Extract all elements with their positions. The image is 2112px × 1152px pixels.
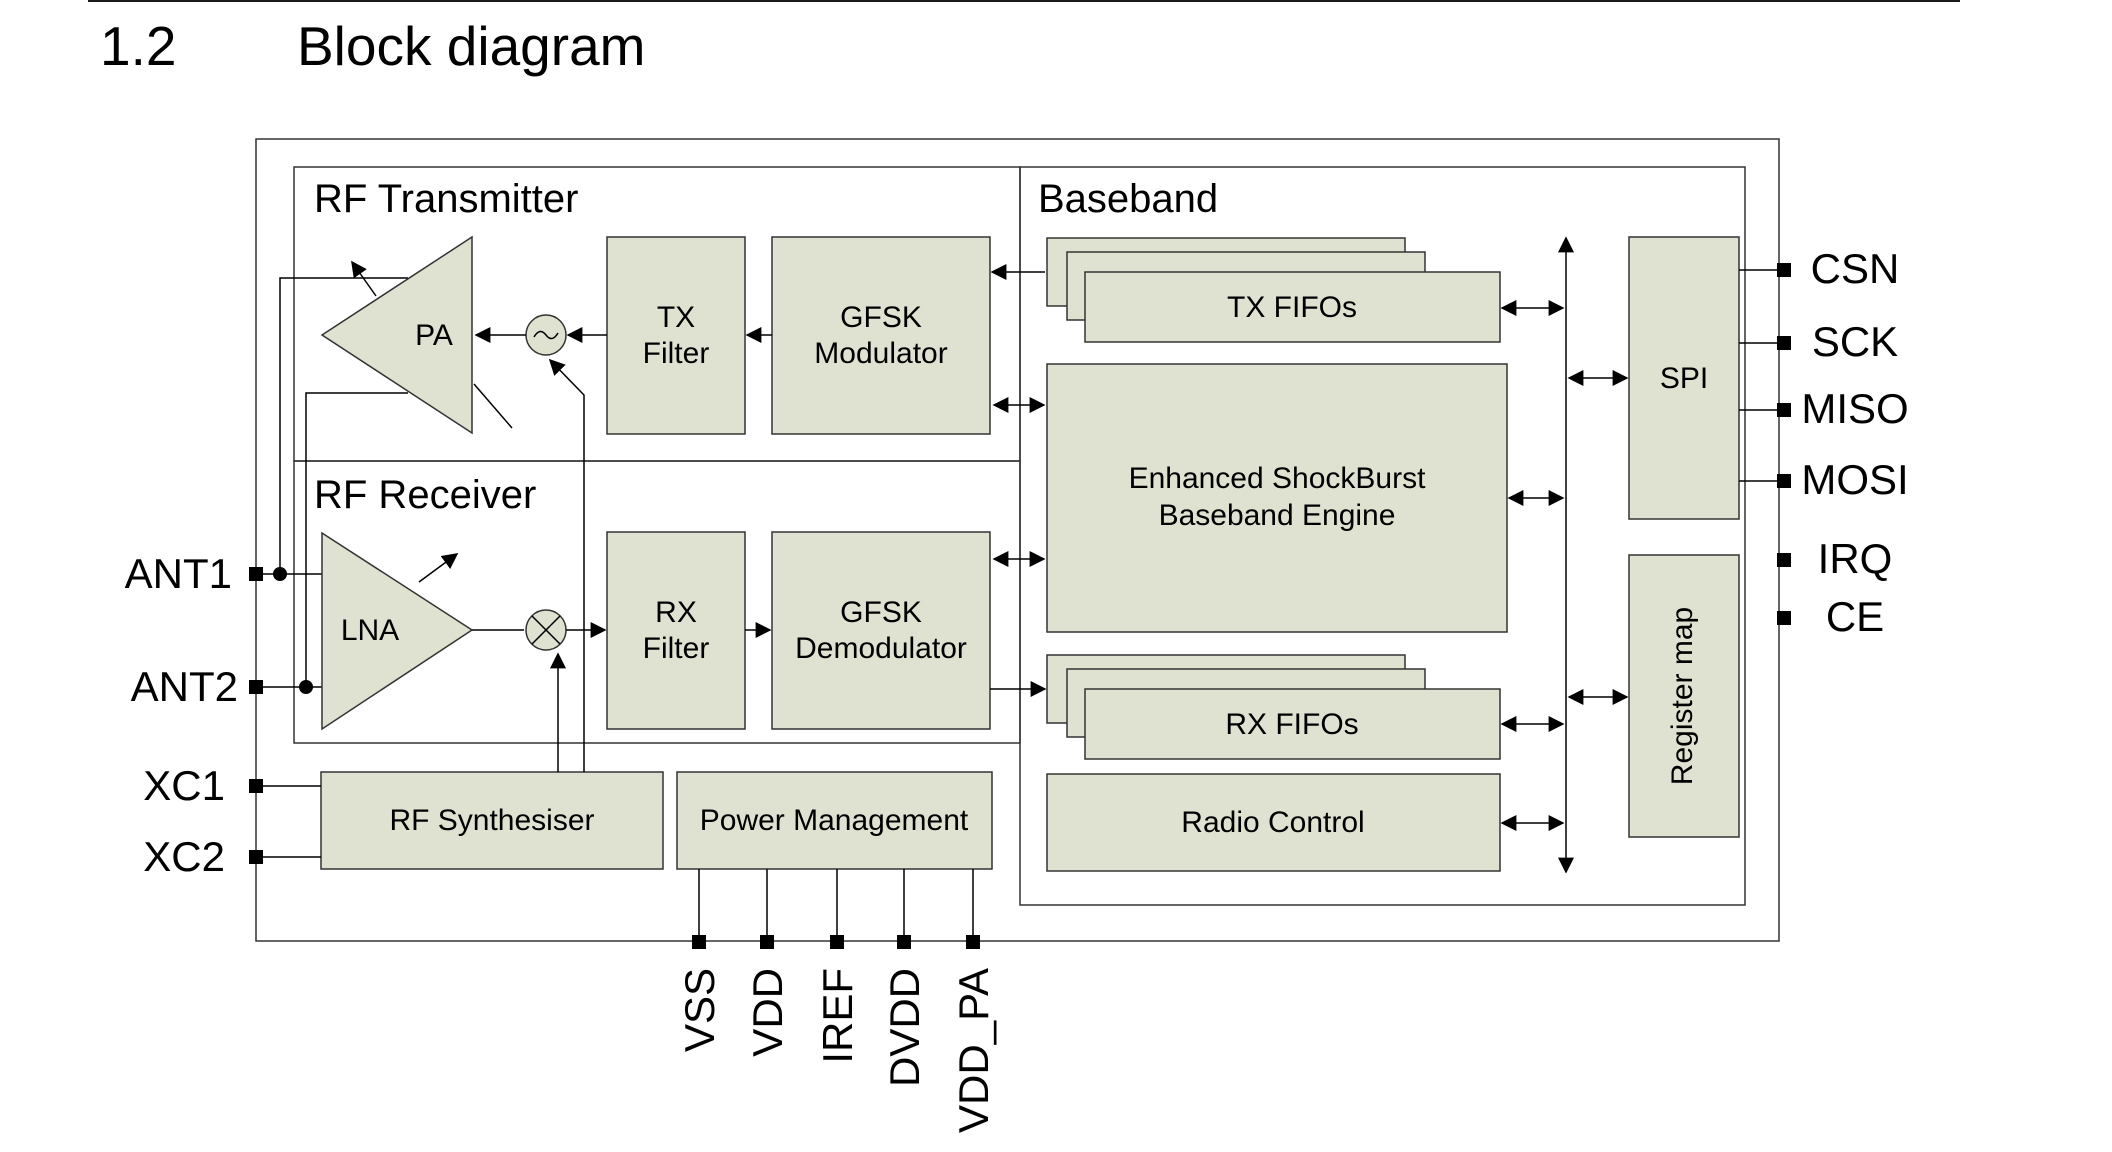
spi-label: SPI <box>1660 362 1708 395</box>
gfsk-modulator-block <box>771 236 991 435</box>
pin-label-vdd-pa: VDD_PA <box>950 968 997 1133</box>
radio-control-block <box>1046 773 1501 872</box>
rf-transmitter-label: RF Transmitter <box>314 177 578 221</box>
lna-amplifier: LNA <box>321 531 474 731</box>
pin-label-vss: VSS <box>676 968 723 1052</box>
enhanced-shockburst-label-line2: Baseband Engine <box>1159 499 1396 532</box>
pin-label-ant1: ANT1 <box>125 550 232 597</box>
pin-label-ant2: ANT2 <box>131 663 238 710</box>
enhanced-shockburst-label-line1: Enhanced ShockBurst <box>1129 462 1427 495</box>
chip-outline <box>255 138 1780 942</box>
pin-label-irq: IRQ <box>1818 535 1893 582</box>
oscillator-symbol <box>525 314 567 356</box>
section-number: 1.2 <box>100 15 177 77</box>
section-title: Block diagram <box>297 15 646 77</box>
pin-label-mosi: MOSI <box>1801 456 1908 503</box>
spi-pin-wires <box>1739 269 1784 482</box>
top-rule <box>88 0 1960 2</box>
internal-bus <box>1500 236 1629 874</box>
radio-control-label: Radio Control <box>1181 806 1364 839</box>
pin-label-csn: CSN <box>1811 245 1900 292</box>
tx-fifos-label: TX FIFOs <box>1227 291 1357 324</box>
gfsk-modulator-label-line2: Modulator <box>814 337 947 370</box>
mixer-symbol <box>525 609 567 651</box>
tx-filter-label-line1: TX <box>657 301 695 334</box>
pin-label-vdd: VDD <box>744 968 791 1057</box>
enhanced-shockburst-block <box>1046 363 1508 633</box>
gfsk-demodulator-label-line2: Demodulator <box>795 632 967 665</box>
page-heading: 1.2 Block diagram <box>100 14 645 78</box>
register-map-block <box>1628 554 1740 838</box>
pin-label-iref: IREF <box>814 968 861 1064</box>
rx-fifos-label: RX FIFOs <box>1225 708 1358 741</box>
power-management-label: Power Management <box>700 804 969 837</box>
spi-block <box>1628 236 1740 520</box>
pin-label-miso: MISO <box>1801 385 1908 432</box>
gfsk-demodulator-label-line1: GFSK <box>840 596 922 629</box>
pin-label-sck: SCK <box>1812 318 1898 365</box>
rf-synthesiser-label: RF Synthesiser <box>389 804 594 837</box>
pin-label-xc2: XC2 <box>143 833 225 880</box>
pa-amplifier: PA <box>320 235 513 435</box>
gfsk-modulator-label-line1: GFSK <box>840 301 922 334</box>
rx-filter-block <box>606 531 746 730</box>
tx-fifos-stack: TX FIFOs <box>1046 237 1501 343</box>
rx-filter-label-line2: Filter <box>643 632 710 665</box>
rx-fifos-block <box>1084 688 1501 760</box>
pin-markers <box>249 263 1791 949</box>
tx-filter-block <box>606 236 746 435</box>
antenna-wiring <box>256 277 408 694</box>
signal-arrows <box>256 264 1047 858</box>
rf-synthesiser-block <box>320 771 664 870</box>
baseband-section <box>1019 166 1746 906</box>
rx-filter-label-line1: RX <box>655 596 697 629</box>
tx-fifos-block <box>1084 271 1501 343</box>
register-map-label: Register map <box>1666 607 1699 785</box>
gfsk-demodulator-block <box>771 531 991 730</box>
tx-filter-label-line2: Filter <box>643 337 710 370</box>
pin-label-dvdd: DVDD <box>881 968 928 1087</box>
pin-label-xc1: XC1 <box>143 762 225 809</box>
baseband-label: Baseband <box>1038 177 1218 221</box>
rx-fifos-stack: RX FIFOs <box>1046 654 1501 760</box>
power-pin-wires <box>698 869 974 942</box>
power-management-block <box>676 771 993 870</box>
pin-label-ce: CE <box>1826 593 1884 640</box>
pa-label: PA <box>415 319 453 352</box>
lna-label: LNA <box>341 614 399 647</box>
rf-receiver-label: RF Receiver <box>314 473 536 517</box>
